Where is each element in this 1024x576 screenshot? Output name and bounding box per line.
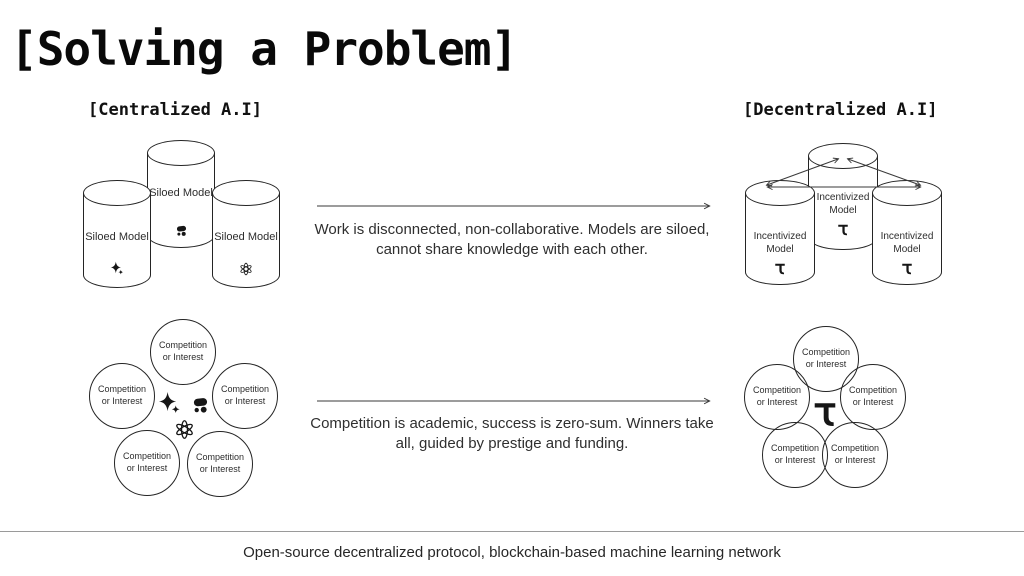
gemini-sparkle-icon bbox=[110, 261, 124, 280]
circle-label: Competition or Interest bbox=[220, 384, 270, 406]
cylinder-label: Incentivized Model bbox=[880, 231, 934, 255]
cylinder-label: Siloed Model bbox=[85, 231, 149, 243]
page-title: [Solving a Problem] bbox=[10, 22, 518, 76]
siloed-model-cylinder: Siloed Model bbox=[147, 140, 215, 248]
competition-circle: Competition or Interest bbox=[822, 422, 888, 488]
competition-circle: Competition or Interest bbox=[89, 363, 155, 429]
cylinder-label: Siloed Model bbox=[149, 187, 213, 199]
cylinder-body bbox=[212, 193, 280, 288]
circle-label: Competition or Interest bbox=[801, 347, 851, 369]
ai-blob-icon bbox=[175, 224, 188, 242]
competition-circle: Competition or Interest bbox=[212, 363, 278, 429]
openai-knot-icon bbox=[174, 419, 195, 445]
row-caption: Work is disconnected, non-collaborative.… bbox=[314, 221, 710, 259]
siloed-model-cylinder: Siloed Model bbox=[212, 180, 280, 288]
competition-circle: Competition or Interest bbox=[744, 364, 810, 430]
circle-label: Competition or Interest bbox=[770, 443, 820, 465]
tau-icon bbox=[774, 262, 786, 280]
competition-circle: Competition or Interest bbox=[114, 430, 180, 496]
centralized-network-cluster: Competition or Interest Competition or I… bbox=[88, 318, 278, 497]
interconnect-arrows bbox=[745, 143, 942, 288]
centralized-heading: [Centralized A.I] bbox=[88, 100, 262, 120]
circle-label: Competition or Interest bbox=[195, 452, 245, 474]
siloed-model-cylinder: Siloed Model bbox=[83, 180, 151, 288]
competition-circle: Competition or Interest bbox=[793, 326, 859, 392]
cylinder-body bbox=[83, 193, 151, 288]
circle-label: Competition or Interest bbox=[122, 451, 172, 473]
ai-blob-icon bbox=[191, 397, 210, 419]
circle-label: Competition or Interest bbox=[158, 340, 208, 362]
flow-arrow bbox=[317, 199, 715, 213]
decentralized-heading: [Decentralized A.I] bbox=[743, 100, 938, 120]
cylinder-label: Siloed Model bbox=[214, 231, 278, 243]
gemini-sparkle-icon bbox=[158, 391, 181, 419]
competition-circle: Competition or Interest bbox=[187, 431, 253, 497]
centralized-cylinder-group: Siloed Model Siloed Model bbox=[83, 140, 280, 292]
circle-label: Competition or Interest bbox=[752, 385, 802, 407]
footer-note: Open-source decentralized protocol, bloc… bbox=[243, 544, 781, 561]
circle-label: Competition or Interest bbox=[848, 385, 898, 407]
circle-label: Competition or Interest bbox=[830, 443, 880, 465]
cylinder-top bbox=[83, 180, 151, 206]
cylinder-top bbox=[212, 180, 280, 206]
tau-icon bbox=[901, 262, 913, 280]
decentralized-network-cluster: Competition or Interest Competition or I… bbox=[740, 322, 910, 492]
tau-icon bbox=[837, 223, 849, 241]
tau-icon bbox=[812, 399, 838, 433]
footer-divider bbox=[0, 531, 1024, 532]
cylinder-label: Incentivized Model bbox=[816, 192, 870, 216]
circle-label: Competition or Interest bbox=[97, 384, 147, 406]
cylinder-top bbox=[147, 140, 215, 166]
decentralized-cylinder-group: Incentivized Model Incentivized Model In… bbox=[745, 143, 942, 295]
row-caption: Competition is academic, success is zero… bbox=[310, 415, 714, 453]
cylinder-label: Incentivized Model bbox=[753, 231, 807, 255]
competition-circle: Competition or Interest bbox=[840, 364, 906, 430]
openai-knot-icon bbox=[239, 262, 253, 281]
competition-circle: Competition or Interest bbox=[150, 319, 216, 385]
incentivized-model-cylinder: Incentivized Model bbox=[872, 180, 942, 285]
flow-arrow bbox=[317, 394, 715, 408]
